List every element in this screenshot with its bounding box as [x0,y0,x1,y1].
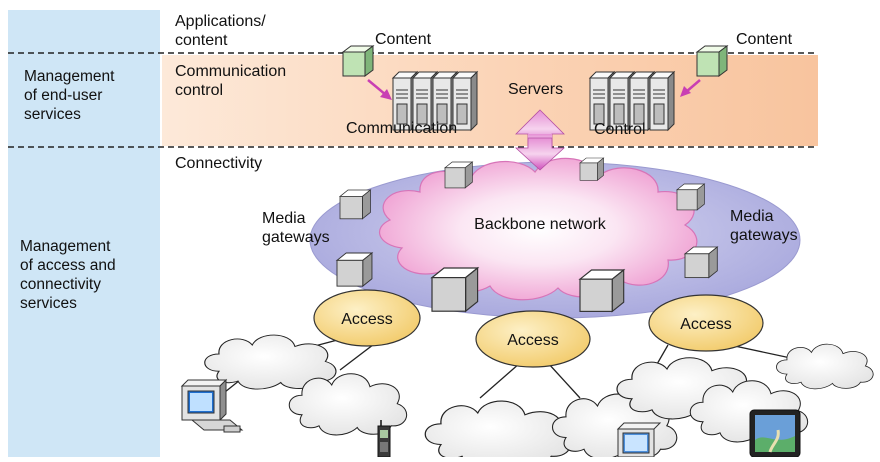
arrow-content-to-control-icon [680,79,701,97]
content-label-right: Content [736,31,793,48]
access-label-3: Access [680,316,732,333]
mobile-phone-icon [377,420,391,458]
content-label-left: Content [375,31,432,48]
communication-control-layer-label: Communication control [175,63,287,99]
access-label-1: Access [341,311,393,328]
control-servers-label: Control [594,121,646,138]
communication-servers-label: Communication [346,120,458,137]
media-gateways-label-left: Media gateways [262,210,330,246]
gateway-cube-icon [339,189,371,220]
connectivity-layer-label: Connectivity [175,155,263,172]
applications-content-layer-label: Applications/ content [175,13,266,49]
media-gateways-label-right: Media gateways [730,208,798,244]
access-node-2 [475,310,591,368]
content-cube-right-icon [695,45,729,77]
gateway-cube-icon [579,157,604,181]
content-cube-left-icon [341,45,375,77]
backbone-label: Backbone network [474,216,607,233]
cloud-icon [424,400,571,462]
end-user-services-label: Management of end-user services [24,68,115,123]
gateway-cube-icon [579,269,625,312]
left-panel [8,10,160,457]
gateway-cube-icon [444,161,473,189]
access-connectivity-services-label: Management of access and connectivity se… [20,238,116,312]
gateway-cube-icon [684,246,718,279]
servers-label: Servers [508,81,564,98]
gateway-cube-icon [336,252,373,287]
cloud-icon [776,343,874,390]
desktop-computer-icon [180,378,244,433]
gateway-cube-icon [676,183,705,211]
access-label-2: Access [507,332,559,349]
gateway-cube-icon [431,267,479,312]
laptop-computer-icon [616,422,662,458]
servers-backbone-double-arrow-icon [514,109,566,171]
tablet-device-icon [749,409,801,458]
access-node-3 [648,294,764,352]
access-node-1 [313,289,421,347]
arrow-content-to-communication-icon [367,79,392,100]
